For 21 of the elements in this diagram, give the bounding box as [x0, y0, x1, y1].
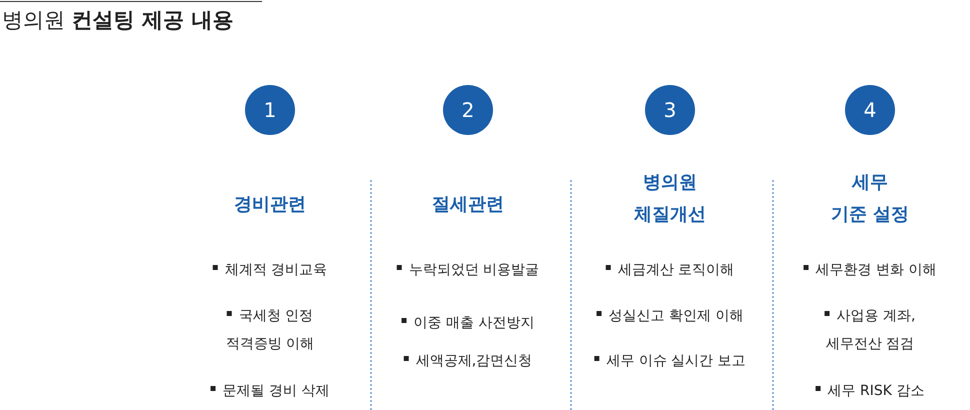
list-item: 사업용 계좌, 세무전산 점검	[824, 302, 916, 358]
list-item: 체계적 경비교육	[212, 256, 328, 284]
list-item: 세무 이슈 실시간 보고	[594, 347, 746, 375]
list-item: 문제될 경비 삭제	[210, 377, 330, 405]
list-item: 성실신고 확인제 이해	[596, 302, 744, 330]
column-heading: 경비관련	[234, 193, 306, 217]
list-item: 세무 RISK 감소	[816, 377, 924, 405]
list-item: 세금계산 로직이해	[606, 256, 734, 284]
column-heading: 절세관련	[432, 193, 504, 217]
column-heading: 세무 기준 설정	[830, 171, 910, 227]
list-item: 국세청 인정 적격증빙 이해	[226, 302, 314, 358]
list-item: 누락되었던 비용발굴	[396, 256, 540, 284]
number-circle: 4	[845, 85, 895, 135]
page-title: 병의원 컨설팅 제공 내용	[2, 7, 234, 34]
column-heading: 병의원 체질개선	[634, 171, 706, 227]
number-circle: 1	[245, 85, 295, 135]
number-circle: 3	[645, 85, 695, 135]
number-circle: 2	[443, 85, 493, 135]
list-item: 이중 매출 사전방지	[402, 309, 534, 337]
list-item: 세액공제,감면신청	[404, 347, 532, 375]
list-item: 세무환경 변화 이해	[804, 256, 936, 284]
